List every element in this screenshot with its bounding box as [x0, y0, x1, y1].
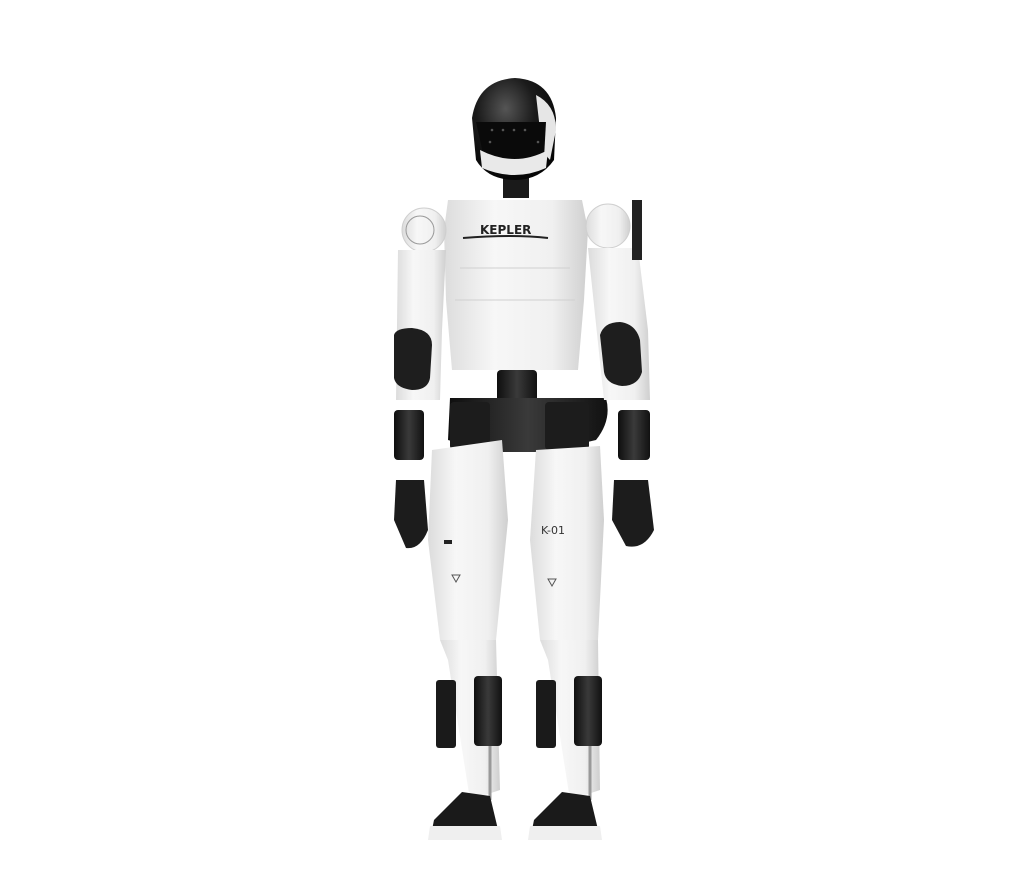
- chest-logo: KEPLER: [480, 223, 531, 237]
- robot-leg-left: [428, 440, 508, 840]
- robot-leg-right: K-01: [528, 446, 604, 840]
- robot-torso: KEPLER: [444, 200, 588, 370]
- thigh-marking: K-01: [541, 524, 565, 537]
- robot-arm-right: [585, 200, 654, 547]
- robot-head: [472, 78, 556, 198]
- robot-hip: [448, 370, 608, 452]
- robot-arm-left: [394, 207, 447, 549]
